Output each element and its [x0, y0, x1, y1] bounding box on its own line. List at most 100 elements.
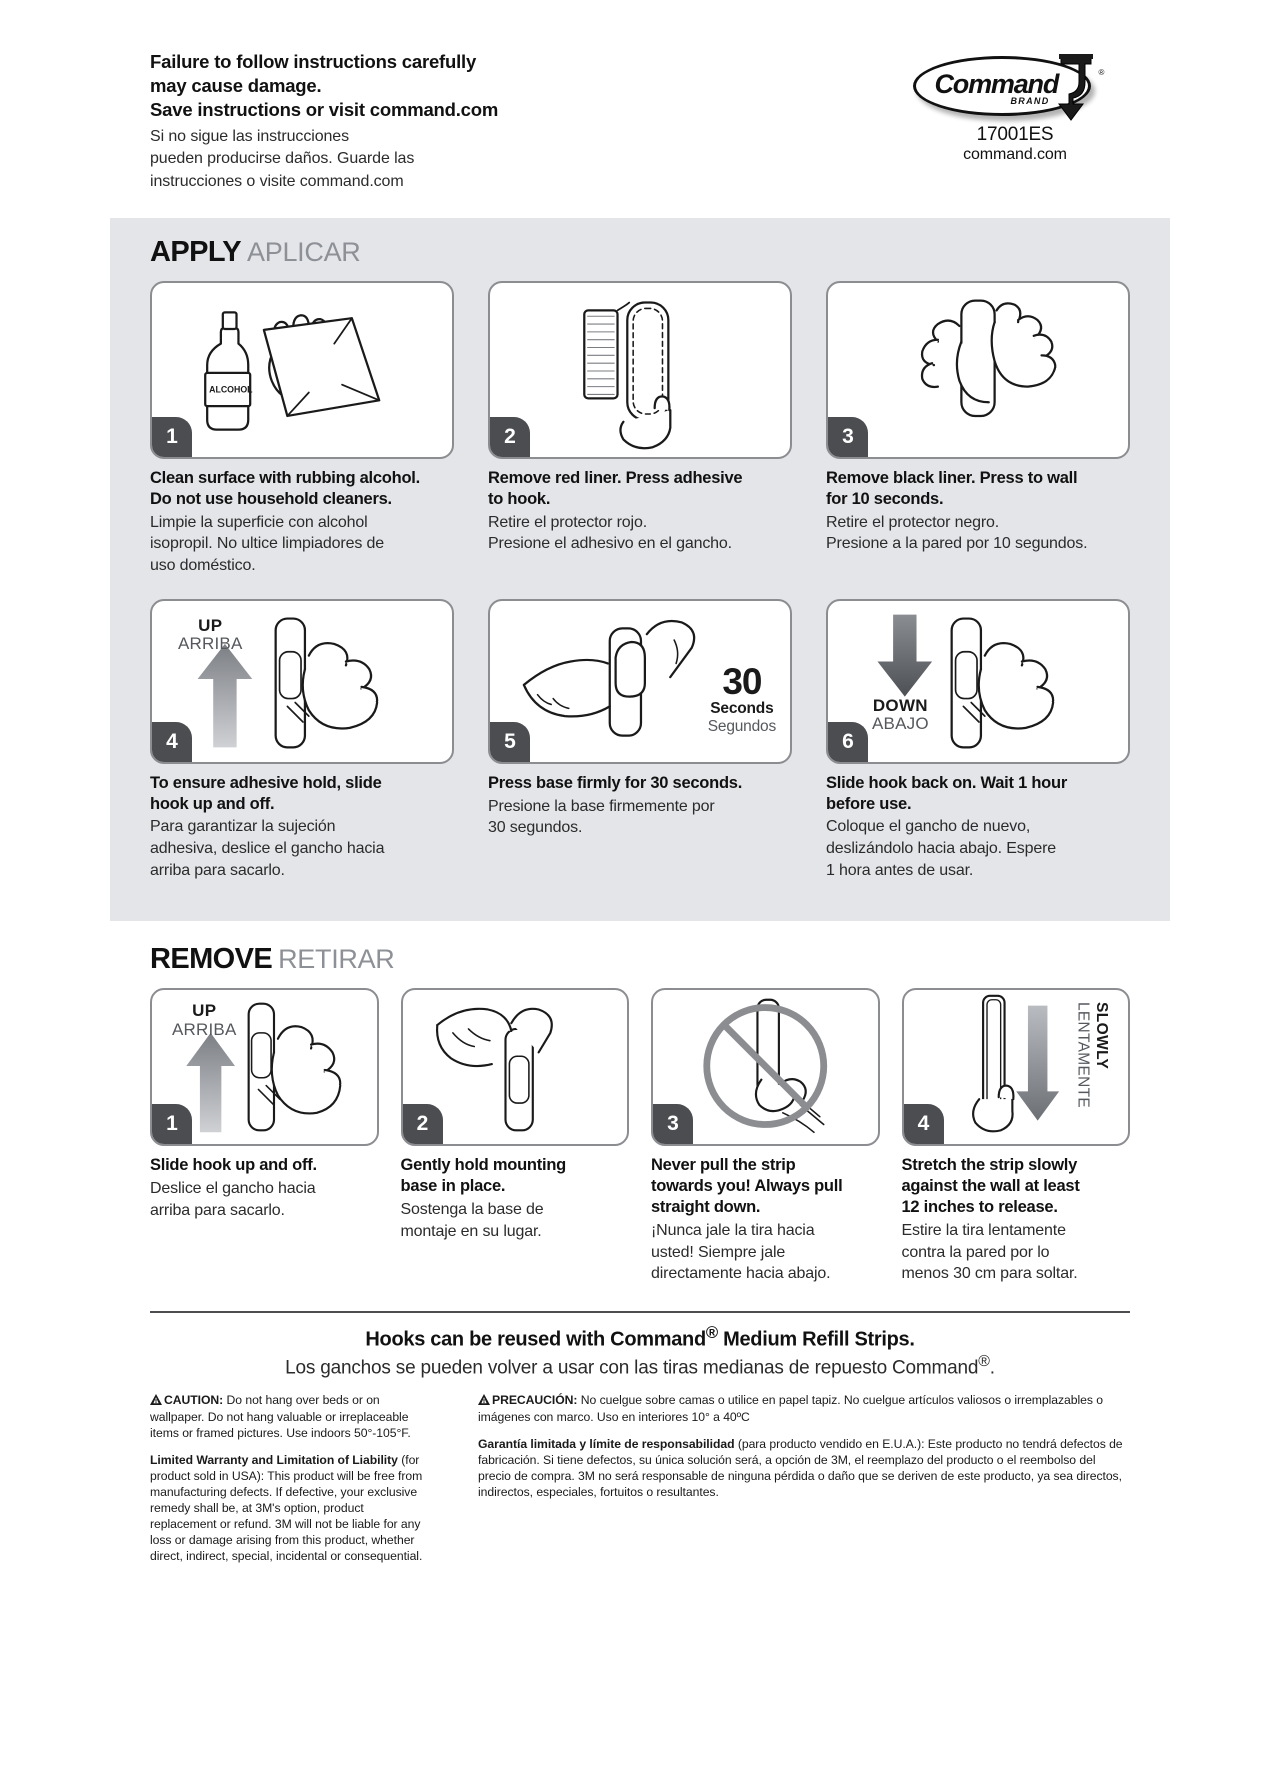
footer: Hooks can be reused with Command® Medium… — [110, 1310, 1170, 1576]
caption-es-line-2: 30 segundos. — [488, 819, 583, 837]
warning-en-line-2: may cause damage. — [150, 75, 322, 97]
apply-step-4: UP ARRIBA — [150, 598, 454, 882]
reuse-note-en-reg: ® — [705, 1322, 718, 1342]
remove-step-2: 2 Gently hold mounting base in place. So… — [400, 988, 630, 1285]
caption-en-line-3: 12 inches to release. — [901, 1198, 1058, 1217]
header-brand-block: Command BRAND ® 17001ES command.com — [900, 50, 1130, 164]
caption-es-line-2: Presione el adhesivo en el gancho. — [488, 535, 732, 553]
apply-step-2-illustration: 2 — [488, 280, 792, 459]
hand-pressing-base-icon — [522, 619, 696, 737]
caption-es-line-2: isopropil. No ultice limpiadores de — [150, 535, 384, 553]
caption-es-line-1: Sostenga la base de — [400, 1201, 544, 1219]
caption-es-line-2: Presione a la pared por 10 segundos. — [826, 535, 1088, 553]
caption-en-line-1: Slide hook up and off. — [150, 1156, 317, 1175]
apply-step-3-number: 3 — [828, 416, 868, 457]
remove-step-2-caption: Gently hold mounting base in place. Sost… — [401, 1155, 630, 1242]
logo-wordmark: Command — [934, 69, 1060, 99]
apply-step-6-caption: Slide hook back on. Wait 1 hour before u… — [826, 773, 1130, 882]
caution-body-es: No cuelgue sobre camas o utilice en pape… — [478, 1392, 1104, 1424]
remove-step-1: UP ARRIBA — [150, 988, 379, 1285]
caption-en-line-2: towards you! Always pull — [651, 1177, 843, 1196]
warranty-block-en: Limited Warranty and Limitation of Liabi… — [150, 1453, 430, 1565]
caption-es-line-2: montaje en su lugar. — [400, 1222, 542, 1240]
timer-unit-es: Segundos — [707, 717, 776, 735]
down-arrow-icon — [877, 614, 933, 697]
slowly-label-es: LENTAMENTE — [1074, 1002, 1092, 1109]
warning-es-line-1: Si no sigue las instrucciones — [150, 127, 349, 145]
caution-block-en: CAUTION: Do not hang over beds or on wal… — [150, 1393, 430, 1442]
apply-step-3: 3 Remove black liner. Press to wall for … — [826, 280, 1130, 577]
website-url: command.com — [963, 146, 1067, 163]
prohibition-slash — [721, 1022, 809, 1110]
caption-en-line-1: Remove red liner. Press adhesive — [488, 468, 743, 487]
remove-step-1-illustration: UP ARRIBA — [150, 988, 379, 1147]
warranty-body-en: (for product sold in USA): This product … — [150, 1452, 423, 1563]
reuse-note-es: Los ganchos se pueden volver a usar con … — [150, 1353, 1130, 1379]
up-direction-label: UP ARRIBA — [178, 615, 243, 654]
reuse-note-es-reg: ® — [978, 1352, 990, 1370]
logo-registered-mark: ® — [1098, 68, 1105, 77]
caption-en-line-1: Clean surface with rubbing alcohol. — [150, 468, 420, 487]
remove-step-4-number: 4 — [903, 1104, 944, 1145]
apply-step-1-number: 1 — [152, 416, 192, 457]
remove-step-4-caption: Stretch the strip slowly against the wal… — [902, 1155, 1131, 1285]
reuse-note-en: Hooks can be reused with Command® Medium… — [150, 1323, 1130, 1352]
legal-text: CAUTION: Do not hang over beds or on wal… — [150, 1393, 1130, 1576]
apply-step-1: ALCOHOL 1 Clean surface with rubbing alc… — [150, 280, 454, 577]
up-direction-label: UP ARRIBA — [172, 1002, 237, 1039]
apply-steps-row-2: UP ARRIBA — [150, 598, 1130, 894]
caution-label-en: CAUTION: — [164, 1392, 224, 1407]
apply-step-6-illustration: DOWN ABAJO — [826, 598, 1130, 764]
up-arrow-icon — [186, 1033, 236, 1133]
caption-en-line-2: to hook. — [488, 489, 551, 508]
logo-brand-label: BRAND — [1010, 96, 1050, 106]
remove-heading-es: RETIRAR — [278, 944, 395, 975]
reuse-note-es-a: Los ganchos se pueden volver a usar con … — [285, 1356, 979, 1378]
down-arrow-icon — [1015, 1005, 1059, 1121]
apply-step-4-number: 4 — [152, 721, 192, 762]
apply-heading-en: APPLY — [150, 235, 242, 268]
apply-step-5-illustration: 30 Seconds Segundos — [488, 598, 792, 764]
caption-en-line-1: Stretch the strip slowly — [901, 1156, 1078, 1175]
caption-es-line-2: deslizándolo hacia abajo. Espere — [826, 840, 1057, 858]
warning-triangle-icon — [150, 1393, 162, 1410]
reuse-note-en-b: Medium Refill Strips. — [717, 1328, 915, 1351]
hand-sliding-hook-down-icon — [877, 614, 1055, 749]
caption-en-line-2: base in place. — [400, 1177, 506, 1196]
up-label-en: UP — [198, 615, 223, 635]
apply-step-5: 30 Seconds Segundos — [488, 598, 792, 882]
reuse-note-es-b: . — [989, 1356, 995, 1378]
up-label-en: UP — [192, 1001, 217, 1021]
down-direction-label: DOWN ABAJO — [872, 696, 929, 734]
caption-es-line-1: Coloque el gancho de nuevo, — [826, 818, 1031, 836]
warranty-body-es: (para producto vendido en E.U.A.): Este … — [478, 1436, 1123, 1499]
caption-es-line-3: 1 hora antes de usar. — [826, 861, 974, 879]
remove-steps-row: UP ARRIBA — [150, 988, 1130, 1297]
slowly-direction-label: SLOWLY LENTAMENTE — [1073, 1002, 1110, 1144]
remove-step-3: 3 Never pull the strip towards you! Alwa… — [651, 988, 880, 1285]
remove-step-1-number: 1 — [152, 1104, 192, 1145]
caution-body-en: Do not hang over beds or on wallpaper. D… — [150, 1392, 411, 1440]
caption-en-line-2: against the wall at least — [901, 1177, 1080, 1196]
remove-step-4: SLOWLY LENTAMENTE — [901, 988, 1131, 1285]
caption-es-line-3: arriba para sacarlo. — [150, 861, 285, 879]
caption-es-line-2: arriba para sacarlo. — [150, 1201, 285, 1219]
caption-es-line-1: Limpie la superficie con alcohol — [150, 513, 368, 531]
caption-en-line-1: Gently hold mounting — [400, 1156, 567, 1175]
legal-column-spanish: PRECAUCIÓN: No cuelgue sobre camas o uti… — [478, 1393, 1130, 1576]
apply-step-1-caption: Clean surface with rubbing alcohol. Do n… — [150, 468, 454, 577]
caption-es-line-1: Retire el protector negro. — [826, 513, 1000, 531]
footer-divider — [150, 1310, 1130, 1313]
reuse-note-en-a: Hooks can be reused with Command — [365, 1328, 706, 1351]
caption-es-line-3: directamente hacia abajo. — [651, 1265, 831, 1283]
header: Failure to follow instructions carefully… — [0, 0, 1280, 194]
timer-number: 30 — [722, 661, 762, 703]
hand-holding-base-icon — [435, 1008, 553, 1132]
timer-callout: 30 Seconds Segundos — [707, 661, 776, 735]
apply-step-2-caption: Remove red liner. Press adhesive to hook… — [488, 468, 792, 555]
logo-oval-shape — [912, 56, 1091, 116]
caption-en-line-2: Do not use household cleaners. — [150, 489, 392, 508]
remove-step-3-caption: Never pull the strip towards you! Always… — [651, 1155, 880, 1285]
